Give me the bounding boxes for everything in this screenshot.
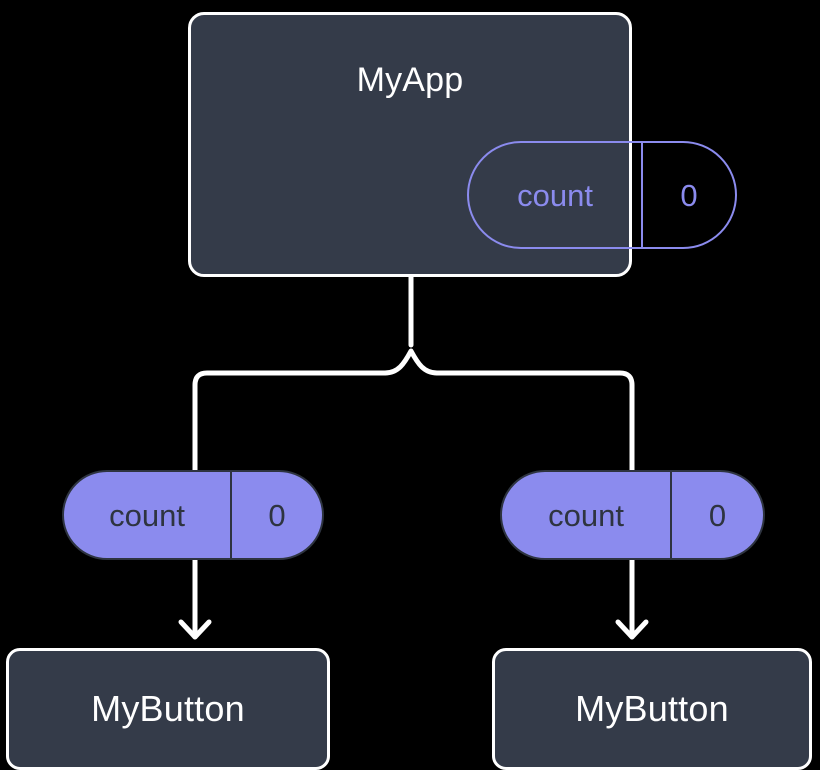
state-pill-branch-left-value: 0 [230, 472, 322, 558]
state-pill-branch-left[interactable]: count 0 [62, 470, 324, 560]
widget-node-mybutton-left[interactable]: MyButton [6, 648, 330, 770]
state-pill-branch-right[interactable]: count 0 [500, 470, 765, 560]
state-pill-branch-right-key: count [548, 497, 624, 533]
widget-node-mybutton-right[interactable]: MyButton [492, 648, 812, 770]
widget-node-myapp-label: MyApp [356, 61, 464, 99]
edge-split-peak [382, 348, 440, 376]
arrowhead-left-icon [178, 619, 212, 640]
arrowhead-right-icon [615, 619, 649, 640]
state-pill-branch-left-key: count [109, 497, 185, 533]
state-pill-branch-right-value: 0 [670, 472, 763, 558]
widget-node-myapp[interactable]: MyApp count 0 [188, 12, 737, 277]
edge-branch-right [434, 370, 635, 473]
widget-node-mybutton-right-label: MyButton [575, 688, 729, 729]
edge-branch-left [192, 370, 388, 473]
state-pill-root-value: 0 [641, 143, 735, 247]
widget-node-mybutton-left-label: MyButton [91, 688, 245, 729]
state-pill-root[interactable]: count 0 [467, 141, 737, 249]
state-pill-root-key: count [517, 177, 593, 213]
